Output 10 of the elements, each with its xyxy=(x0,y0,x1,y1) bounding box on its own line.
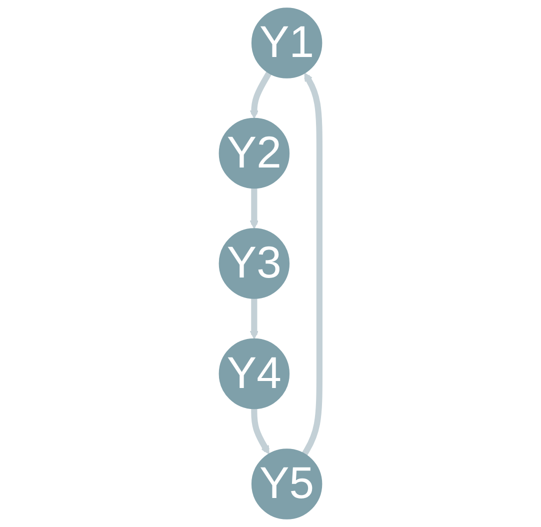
node-circle: Y2 xyxy=(218,118,290,189)
node-circle: Y3 xyxy=(218,228,290,299)
node-circle: Y5 xyxy=(251,448,322,520)
arrow xyxy=(250,188,259,230)
arrow xyxy=(250,71,272,119)
arrow xyxy=(251,408,270,454)
node-circle: Y1 xyxy=(251,8,322,78)
arrow xyxy=(250,298,259,340)
arrow xyxy=(302,72,322,456)
node-circle: Y4 xyxy=(218,338,290,410)
